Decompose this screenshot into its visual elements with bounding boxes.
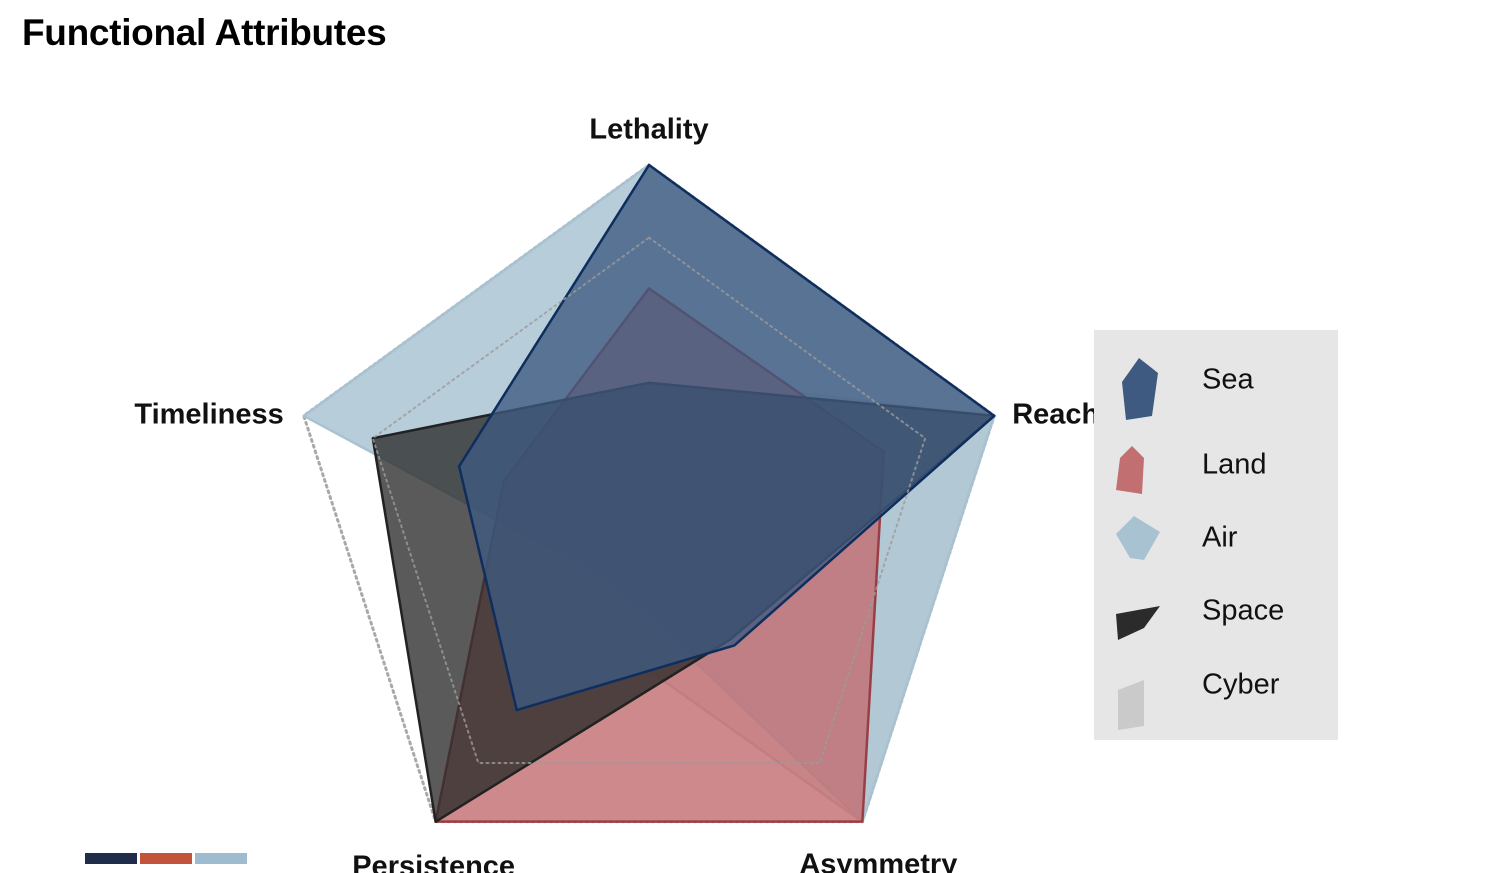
footer-bar-1: [85, 853, 137, 864]
legend-swatch-land: [1116, 446, 1144, 494]
legend-swatch-sea: [1122, 358, 1158, 420]
axis-label-asymmetry: Asymmetry: [799, 848, 957, 873]
legend-item-space: Space: [1116, 595, 1284, 640]
legend-label-air: Air: [1202, 522, 1238, 554]
legend-swatch-space: [1116, 606, 1160, 640]
reference-layer: [371, 236, 927, 764]
reference-grid-ring: [371, 236, 927, 764]
series-sea-polygon: [457, 163, 996, 712]
footer-accent-bars: [85, 853, 247, 864]
axis-label-lethality: Lethality: [589, 114, 708, 146]
legend-swatch-air: [1116, 516, 1160, 560]
axis-label-timeliness: Timeliness: [134, 398, 283, 430]
page-title: Functional Attributes: [22, 12, 387, 53]
legend-label-cyber: Cyber: [1202, 669, 1280, 701]
legend-item-land: Land: [1116, 446, 1267, 494]
axis-label-persistence: Persistence: [352, 850, 515, 873]
legend-item-air: Air: [1116, 516, 1238, 560]
footer-bar-3: [195, 853, 247, 864]
legend-label-space: Space: [1202, 595, 1284, 627]
axis-label-reach: Reach: [1012, 398, 1099, 430]
legend-label-sea: Sea: [1202, 364, 1254, 396]
series-layer: [302, 163, 996, 823]
legend-item-cyber: Cyber: [1118, 669, 1280, 730]
footer-bar-2: [140, 853, 192, 864]
legend-swatch-cyber: [1118, 680, 1144, 730]
legend-label-land: Land: [1202, 449, 1267, 481]
legend-item-sea: Sea: [1122, 358, 1254, 420]
